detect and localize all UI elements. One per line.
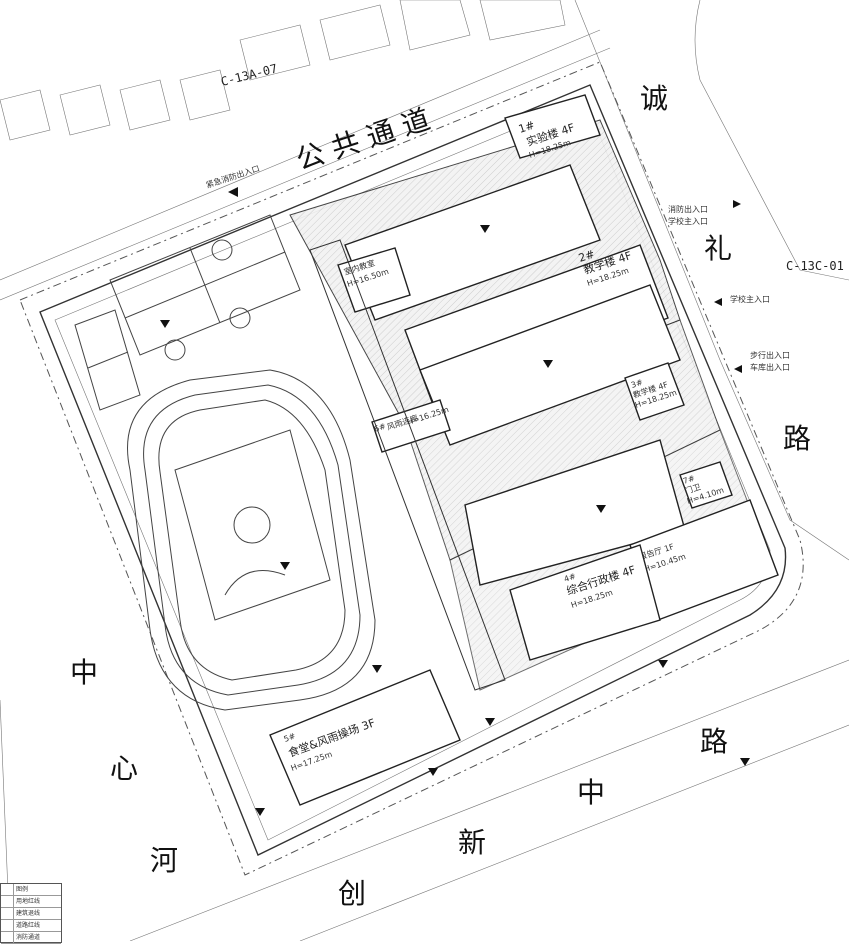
legend-row-5: 消防通道 [16,934,41,941]
building-7-id: 7# [682,474,696,486]
building-3-id: 3# [630,378,644,390]
building-7-name: 门卫 [684,481,702,495]
building-4[interactable]: 4# 综合行政楼 4F H=18.25m [509,544,661,661]
legend-row-4: 道路红线 [16,922,41,929]
covered-corridor [309,239,506,691]
building-4-id: 4# [563,572,577,584]
plot-tag-north: C-13A-07 [219,61,278,89]
road-south-char-3: 中 [577,776,605,809]
building-5-id: 5# [283,731,297,744]
volleyball-court [74,309,141,411]
building-2-id: 2# [577,247,596,264]
building-1-id: 1# [517,118,536,135]
legend-row-3: 建筑退线 [16,910,41,917]
building-8[interactable]: 报告厅 1F H=10.45m [629,499,779,621]
north-fire-entrance-label: 紧急消防出入口 [205,163,261,190]
road-west-char-1: 中 [70,656,98,689]
entrance-arrows [160,187,750,816]
building-6-id: 6# [373,422,387,434]
road-north-label: 公 共 通 道 [292,102,434,176]
building-1[interactable]: 1# 实验楼 4F H=18.25m [504,94,601,160]
road-south-char-1: 创 [338,877,366,910]
road-east-char-3: 路 [783,422,811,455]
basketball-courts [109,214,301,361]
running-track [127,369,376,711]
legend-table: 图例 用地红线 建筑退线 道路红线 消防通道 [0,883,62,944]
road-west-char-3: 河 [150,844,178,877]
building-5[interactable]: 5# 食堂&风雨操场 3F H=17.25m [269,669,461,806]
road-east-char-2: 礼 [704,232,732,265]
east-fire-entrance-label: 消防出入口 [668,204,708,214]
east-pedestrian-entrance-label: 步行出入口 [750,350,790,360]
legend-row-1: 图例 [16,886,29,893]
plot-tag-east: C-13C-01 [786,259,844,273]
road-south-char-4: 路 [700,725,728,758]
road-east-char-1: 诚 [640,82,668,115]
east-parking-entrance-label: 车库出入口 [750,362,790,372]
building-6[interactable]: 6# 风雨连廊 H=16.25m [371,399,451,453]
road-west-char-2: 心 [110,752,138,785]
legend-row-2: 用地红线 [16,898,41,905]
building-9[interactable]: 室内教室 H=16.50m [337,247,411,313]
east-main-entrance-b-label: 学校主入口 [730,294,770,304]
road-south-char-2: 新 [458,826,486,859]
building-3[interactable]: 3# 教学楼 4F H=18.25m [624,362,685,421]
east-main-entrance-a-label: 学校主入口 [668,216,708,226]
building-7[interactable]: 7# 门卫 H=4.10m [679,461,733,509]
